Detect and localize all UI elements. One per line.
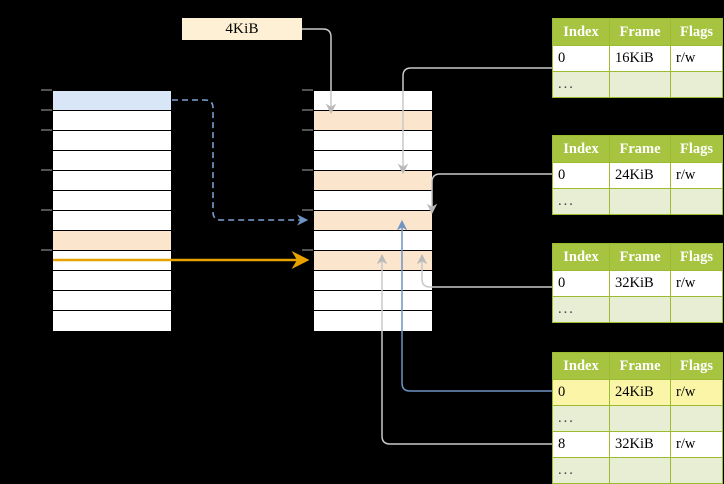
column-header-frame: Frame (609, 18, 671, 46)
memory-cell (53, 151, 171, 171)
table-cell: ... (552, 296, 610, 323)
column-header-frame: Frame (609, 243, 671, 271)
memory-cell (53, 311, 171, 331)
memory-cell (314, 111, 432, 131)
virtual-address-space-stack (52, 90, 172, 331)
memory-cell (314, 171, 432, 191)
column-header-flags: Flags (670, 352, 723, 380)
memory-cell (53, 191, 171, 211)
table-cell: ... (552, 188, 610, 215)
wire-vaddr-to-frame-dashed (172, 99, 309, 226)
table-cell: 16KiB (609, 45, 671, 72)
physical-memory-stack (313, 90, 433, 331)
memory-cell (314, 311, 432, 331)
column-header-index: Index (552, 352, 610, 380)
table-row-ellipsis: ... (552, 188, 723, 215)
table-cell: r/w (670, 270, 723, 297)
wire-table3-to-frame (416, 253, 552, 288)
column-header-flags: Flags (670, 135, 723, 163)
memory-cell (53, 91, 171, 111)
table-row-ellipsis: ... (552, 71, 723, 98)
table-cell: r/w (670, 431, 723, 458)
table-row-ellipsis: ... (552, 296, 723, 323)
memory-cell (314, 251, 432, 271)
column-header-flags: Flags (670, 18, 723, 46)
table-cell (609, 188, 671, 215)
column-header-frame: Frame (609, 352, 671, 380)
table-cell: 24KiB (609, 379, 671, 406)
memory-cell (314, 151, 432, 171)
table-cell: r/w (670, 379, 723, 406)
memory-cell (53, 291, 171, 311)
table-row-ellipsis: ... (552, 405, 723, 432)
table-cell (609, 457, 671, 484)
column-header-flags: Flags (670, 243, 723, 271)
table-cell: 0 (552, 270, 610, 297)
table-cell (670, 71, 723, 98)
memory-cell (53, 171, 171, 191)
middle-stack-ticks (302, 89, 313, 251)
table-cell: ... (552, 457, 610, 484)
table-cell: ... (552, 405, 610, 432)
memory-cell (53, 251, 171, 271)
memory-cell (53, 211, 171, 231)
table-cell (670, 457, 723, 484)
memory-cell (314, 131, 432, 151)
table-cell: 0 (552, 162, 610, 189)
table-cell (670, 296, 723, 323)
table-cell (670, 188, 723, 215)
table-cell: r/w (670, 45, 723, 72)
memory-cell (314, 291, 432, 311)
column-header-frame: Frame (609, 135, 671, 163)
table-cell (609, 296, 671, 323)
table-cell (609, 405, 671, 432)
page-size-label-text: 4KiB (225, 20, 259, 37)
memory-cell (53, 231, 171, 251)
memory-cell (314, 231, 432, 251)
column-header-index: Index (552, 243, 610, 271)
table-cell: 0 (552, 379, 610, 406)
table-cell (609, 71, 671, 98)
table-cell: 0 (552, 45, 610, 72)
memory-cell (314, 91, 432, 111)
table-row-ellipsis: ... (552, 457, 723, 484)
memory-cell (53, 271, 171, 291)
table-cell: 32KiB (609, 270, 671, 297)
table-cell: ... (552, 71, 610, 98)
column-header-index: Index (552, 18, 610, 46)
memory-cell (314, 191, 432, 211)
table-cell: r/w (670, 162, 723, 189)
memory-cell (314, 211, 432, 231)
left-stack-ticks (41, 89, 52, 251)
memory-cell (53, 131, 171, 151)
table-cell: 8 (552, 431, 610, 458)
wire-table2-to-frame (426, 173, 552, 215)
page-size-label: 4KiB (182, 18, 302, 40)
memory-cell (53, 111, 171, 131)
column-header-index: Index (552, 135, 610, 163)
memory-cell (314, 271, 432, 291)
table-cell: 24KiB (609, 162, 671, 189)
table-cell (670, 405, 723, 432)
table-cell: 32KiB (609, 431, 671, 458)
